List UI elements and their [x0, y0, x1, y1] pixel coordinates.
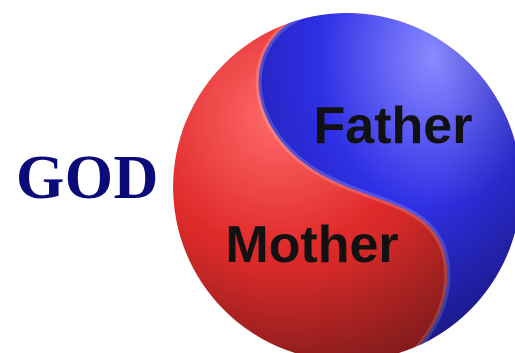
- mother-label: Mother: [225, 216, 398, 274]
- father-label: Father: [314, 97, 473, 155]
